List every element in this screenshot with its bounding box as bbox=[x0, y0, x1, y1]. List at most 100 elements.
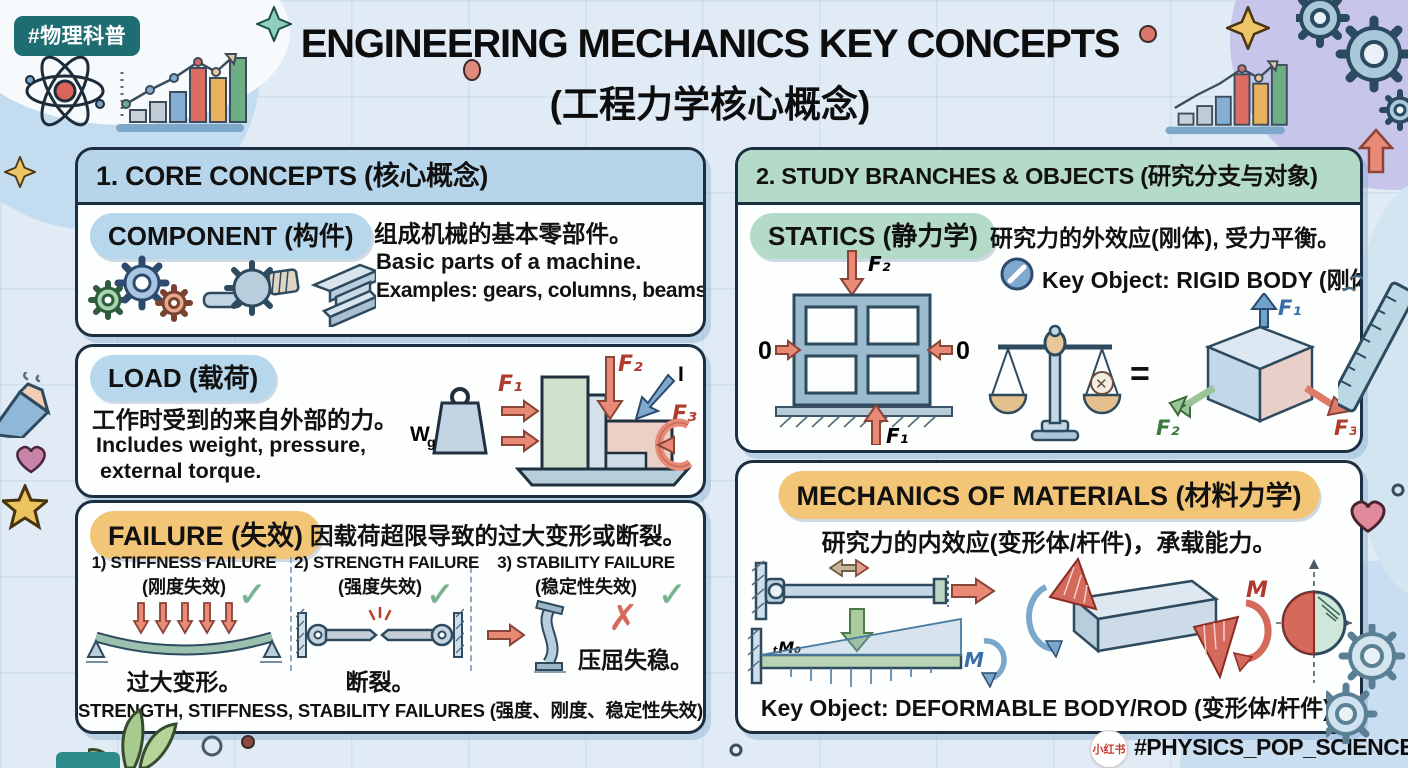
gear-icon bbox=[88, 280, 128, 320]
materials-card: MECHANICS OF MATERIALS (材料力学) 研究力的内效应(变形… bbox=[735, 460, 1363, 734]
stability-failure-item: 3) STABILITY FAILURE (稳定性失效) ✓ ✗ 压屈失稳。 bbox=[474, 553, 698, 673]
equals-sign: = bbox=[1130, 355, 1150, 393]
page-subtitle: (工程力学核心概念) bbox=[549, 84, 871, 125]
strength-failure-item: 2) STRENGTH FAILURE (强度失效) ✓ bbox=[294, 553, 480, 697]
failure-desc-zh: 因载荷超限导致的过大变形或断裂。 bbox=[310, 523, 686, 549]
tension-rod-diagram bbox=[751, 558, 996, 621]
topic-badge: #物理科普 bbox=[14, 16, 141, 56]
heart-icon-left bbox=[16, 445, 46, 474]
pencil-icon bbox=[1000, 257, 1034, 291]
study-branches-header: 2. STUDY BRANCHES & OBJECTS (研究分支与对象) bbox=[738, 150, 1360, 205]
stability-title: 3) STABILITY FAILURE bbox=[497, 553, 675, 572]
statics-pill: STATICS (静力学) bbox=[750, 213, 996, 259]
check-icon: ✓ bbox=[426, 576, 455, 614]
deformable-body-diagrams: ₜM₀ M bbox=[747, 557, 1352, 689]
stability-caption: 压屈失稳。 bbox=[578, 647, 693, 673]
check-icon: ✓ bbox=[238, 576, 267, 614]
m-left-label: M bbox=[964, 648, 984, 672]
gears-icon-bottom-right bbox=[1326, 624, 1406, 744]
dot-icon bbox=[463, 59, 481, 81]
torsion-beam-diagram: M bbox=[1026, 557, 1272, 680]
stiffness-title: 1) STIFFNESS FAILURE bbox=[91, 553, 277, 572]
study-branches-header-label: 2. STUDY BRANCHES & OBJECTS (研究分支与对象) bbox=[756, 163, 1318, 189]
gear-shaft-icon bbox=[202, 260, 300, 316]
moment-beam-diagram: ₜM₀ M bbox=[747, 617, 1007, 689]
stability-title-zh: (稳定性失效) bbox=[535, 577, 637, 597]
component-card: COMPONENT (构件) bbox=[78, 205, 703, 330]
component-desc-en2: Examples: gears, columns, beams. bbox=[376, 279, 706, 302]
component-pill: COMPONENT (构件) bbox=[90, 213, 372, 259]
transition-arrow bbox=[839, 608, 875, 653]
sparkle-icon-teal bbox=[256, 6, 292, 42]
atom-icon bbox=[25, 55, 105, 127]
bar-chart-icon-right bbox=[1165, 60, 1288, 135]
gear-icon bbox=[155, 284, 193, 322]
up-arrow-icon bbox=[1358, 128, 1394, 174]
stiffness-caption: 过大变形。 bbox=[126, 669, 242, 695]
heart-icon-right bbox=[1350, 500, 1386, 534]
hashtag-watermark: #PHYSICS_POP_SCIENCE bbox=[1134, 734, 1408, 760]
ruler-icon bbox=[1338, 274, 1408, 413]
dots-icon bbox=[201, 735, 255, 757]
frame-f1-label: F₁ bbox=[886, 424, 908, 445]
pencil-tip-icon bbox=[0, 372, 51, 438]
not-balanced-x-icon: ✕ bbox=[1095, 376, 1108, 393]
strength-title-zh: (强度失效) bbox=[338, 577, 422, 597]
statics-card: STATICS (静力学) 研究力的外效应(刚体), 受力平衡。 Key Obj… bbox=[738, 205, 1360, 446]
gears-icon-top-right bbox=[1296, 0, 1408, 131]
cross-icon: ✗ bbox=[608, 597, 639, 638]
f2-label: F₂ bbox=[618, 352, 643, 377]
page-title: ENGINEERING MECHANICS KEY CONCEPTS bbox=[300, 22, 1121, 66]
load-pill: LOAD (载荷) bbox=[90, 355, 277, 401]
statics-desc-zh: 研究力的外效应(刚体), 受力平衡。 bbox=[990, 225, 1341, 251]
study-branches-panel: 2. STUDY BRANCHES & OBJECTS (研究分支与对象) ST… bbox=[735, 147, 1363, 453]
load-forces-diagram: W g F₁ F₂ I F₃ bbox=[410, 352, 697, 487]
logo-text: 小红书 bbox=[1092, 744, 1126, 756]
load-card: LOAD (载荷) 工作时受到的来自外部的力。 Includes weight,… bbox=[75, 344, 706, 498]
cross-section-diagram bbox=[1276, 559, 1352, 683]
buckled-column-diagram bbox=[487, 599, 566, 673]
divider bbox=[290, 557, 292, 671]
star-icon-left bbox=[2, 484, 48, 530]
cube-f2-label: F₂ bbox=[1156, 416, 1180, 440]
f1-label: F₁ bbox=[498, 372, 523, 397]
frame-zero-right: 0 bbox=[956, 337, 970, 365]
materials-desc-zh: 研究力的内效应(变形体/杆件)，承载能力。 bbox=[821, 530, 1277, 557]
frame-f2-label: F₂ bbox=[868, 252, 891, 276]
materials-key-object: Key Object: DEFORMABLE BODY/ROD (变形体/杆件)… bbox=[760, 695, 1338, 721]
cube-f1-label: F₁ bbox=[1278, 296, 1302, 320]
materials-pill: MECHANICS OF MATERIALS (材料力学) bbox=[778, 471, 1320, 519]
core-concepts-panel: 1. CORE CONCEPTS (核心概念) COMPONENT (构件) bbox=[75, 147, 706, 337]
divider bbox=[470, 557, 472, 671]
weight-sub-label: g bbox=[427, 434, 436, 450]
strength-title: 2) STRENGTH FAILURE bbox=[294, 553, 480, 572]
failure-pill: FAILURE (失效) bbox=[90, 511, 321, 559]
strength-caption: 断裂。 bbox=[345, 669, 415, 695]
check-icon: ✓ bbox=[658, 576, 687, 614]
component-desc-zh: 组成机械的基本零部件。 bbox=[374, 221, 633, 247]
dot-icon bbox=[1139, 25, 1157, 43]
m-right-label: M bbox=[1246, 578, 1268, 603]
core-concepts-header: 1. CORE CONCEPTS (核心概念) bbox=[78, 150, 703, 205]
stiffness-title-zh: (刚度失效) bbox=[142, 577, 226, 597]
xiaohongshu-logo: 小红书 bbox=[1090, 730, 1128, 768]
stiffness-failure-item: 1) STIFFNESS FAILURE (刚度失效) ✓ bbox=[80, 553, 288, 697]
i-label: I bbox=[678, 363, 684, 386]
statics-key-object: Key Object: RIGID BODY (刚体)。 bbox=[1042, 267, 1360, 293]
component-desc-en1: Basic parts of a machine. bbox=[376, 249, 642, 274]
load-desc-en1: Includes weight, pressure, bbox=[96, 433, 367, 457]
sparkle-icon-gold bbox=[1226, 6, 1270, 50]
rigid-frame-diagram: F₂ 0 bbox=[758, 250, 970, 445]
balance-scale-diagram: ✕ bbox=[988, 324, 1122, 442]
load-desc-zh: 工作时受到的来自外部的力。 bbox=[92, 407, 398, 433]
load-desc-en2: external torque. bbox=[100, 459, 262, 483]
dot-icon bbox=[729, 743, 743, 757]
dot-icon bbox=[1391, 483, 1405, 497]
machine-parts-icons bbox=[88, 255, 376, 327]
bent-beam-diagram bbox=[86, 602, 282, 663]
failure-card: FAILURE (失效) 因载荷超限导致的过大变形或断裂。 1) STIFFNE… bbox=[75, 500, 706, 734]
i-beam-icon bbox=[310, 263, 376, 327]
teal-strip-decoration bbox=[56, 752, 120, 768]
weight-label: W bbox=[410, 423, 430, 446]
